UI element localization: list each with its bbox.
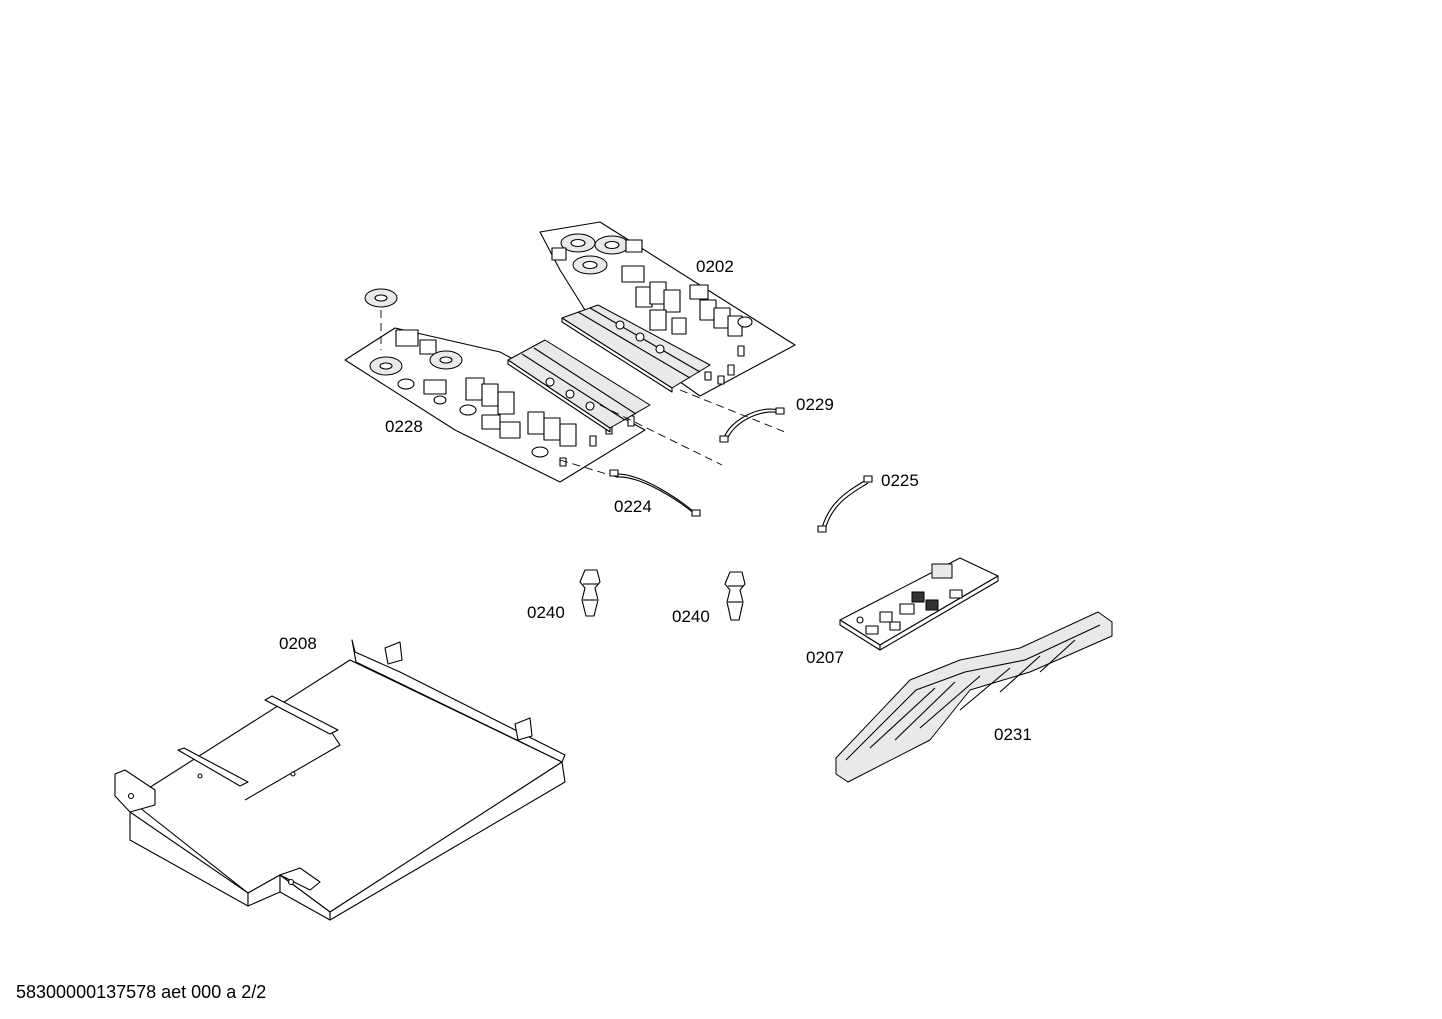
control-board-0207 bbox=[839, 557, 999, 651]
frame-rail-0231 bbox=[835, 611, 1113, 783]
cable-0229 bbox=[719, 407, 785, 443]
callout-0240-right: 0240 bbox=[672, 607, 710, 626]
spacer-0240-left bbox=[579, 569, 601, 617]
power-board-0202 bbox=[539, 221, 796, 397]
callout-0240-left: 0240 bbox=[527, 603, 565, 622]
alignment-line bbox=[599, 404, 723, 466]
cable-0224 bbox=[609, 469, 701, 517]
heatsink-lower bbox=[507, 339, 651, 433]
callout-0225: 0225 bbox=[881, 471, 919, 490]
callout-0207: 0207 bbox=[806, 648, 844, 667]
callout-0224: 0224 bbox=[614, 497, 652, 516]
callout-0228: 0228 bbox=[385, 417, 423, 436]
callout-0229: 0229 bbox=[796, 395, 834, 414]
heatsink-upper bbox=[561, 304, 711, 393]
document-reference: 58300000137578 aet 000 a 2/2 bbox=[16, 982, 267, 1002]
spacer-0240-right bbox=[724, 571, 746, 621]
alignment-line bbox=[679, 389, 786, 433]
cable-0225 bbox=[817, 475, 873, 533]
metal-tray-0208 bbox=[114, 639, 566, 921]
callout-0231: 0231 bbox=[994, 725, 1032, 744]
callout-0202: 0202 bbox=[696, 257, 734, 276]
callout-0208: 0208 bbox=[279, 634, 317, 653]
